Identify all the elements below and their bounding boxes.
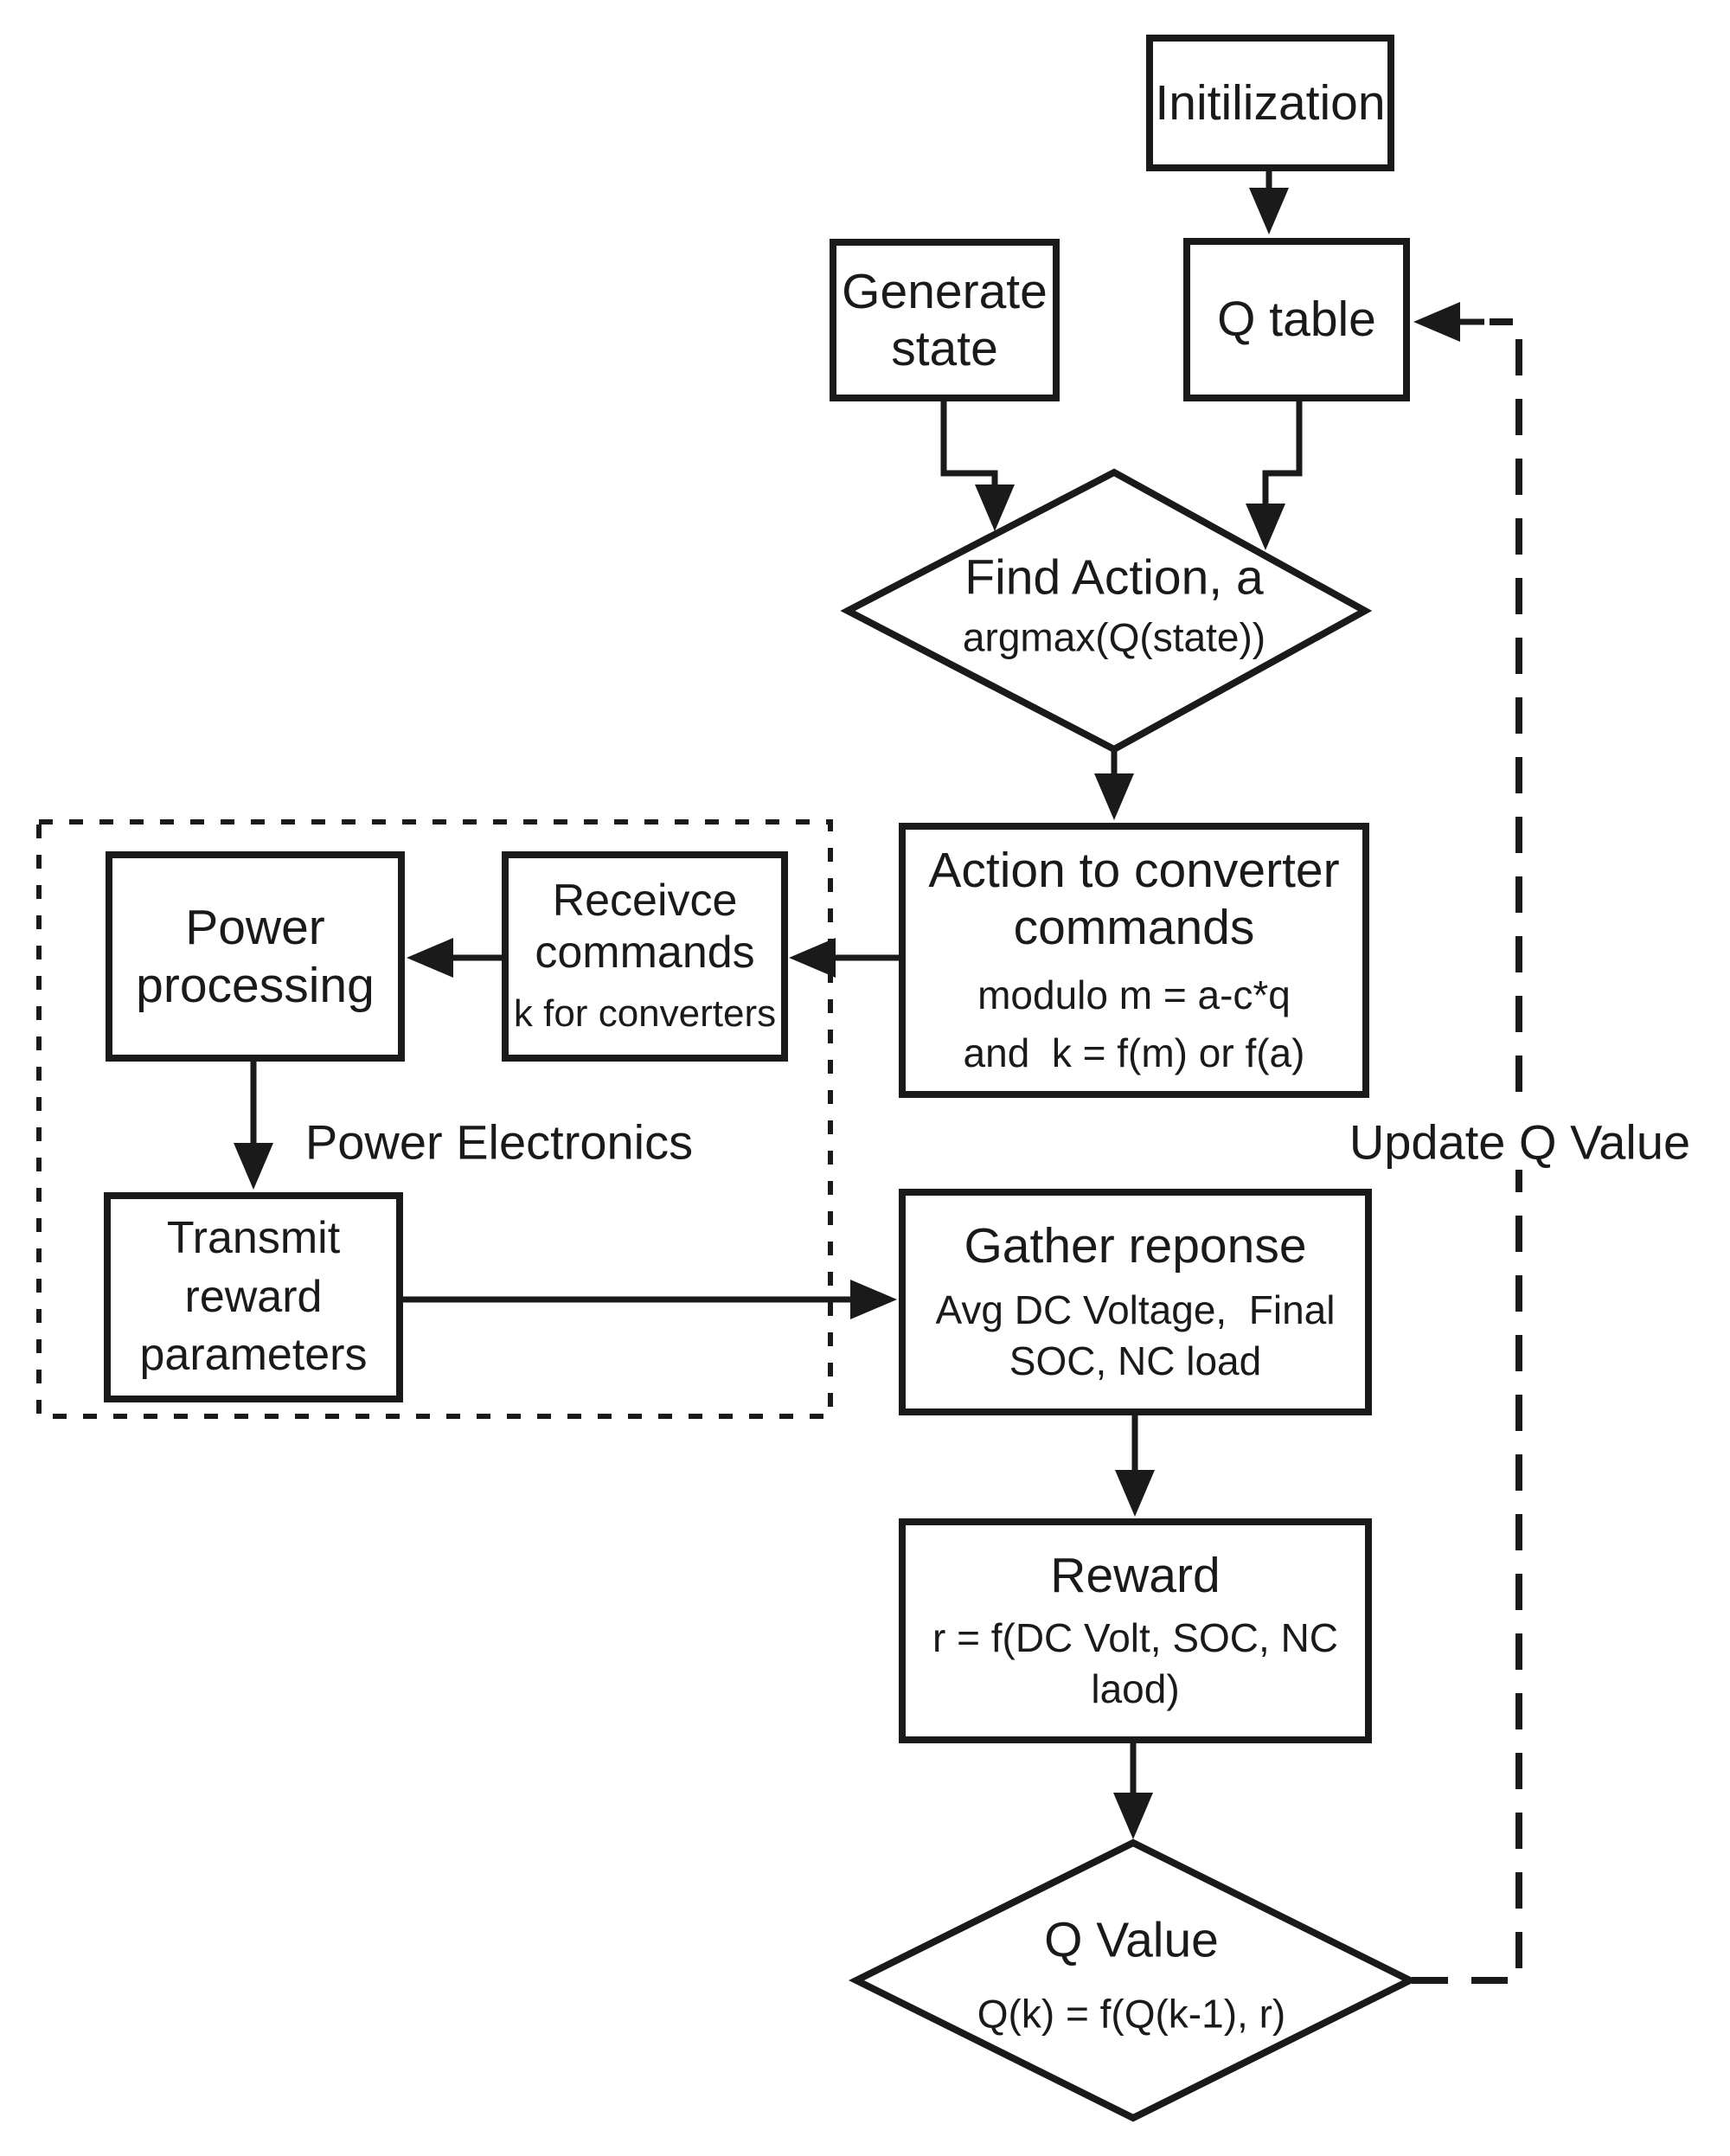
node-power-processing-line2: processing [136,957,375,1013]
node-q-table: Q table [1183,238,1410,401]
edge-feedback-dashed-lower [1412,1170,1522,1984]
node-action-title-line2: commands [1013,900,1255,956]
edge-generate-to-findaction [940,400,998,485]
arrowhead-into-qtable-top [1249,188,1289,234]
node-gather-formula-line2: SOC, NC load [1009,1338,1262,1384]
arrowhead-into-power-right [407,938,453,978]
node-receive-commands: Receivce commands k for converters [502,851,788,1062]
arrowhead-feedback-into-qtable-right [1413,302,1460,342]
node-generate-state-line2: state [891,321,998,376]
arrowhead-into-gather-left [850,1280,897,1319]
node-transmit-line3: parameters [139,1330,368,1381]
node-receive-formula: k for converters [513,991,777,1035]
node-action-formula1: modulo m = a-c*q [977,972,1291,1018]
arrowhead-into-receive-right [789,938,836,978]
power-electronics-dashed-container [36,819,833,1419]
q-value-formula: Q(k) = f(Q(k-1), r) [977,1991,1286,2037]
edge-feedback-dashed-upper [1490,318,1522,1092]
arrowhead-into-reward-top [1115,1470,1155,1517]
node-reward-formula-line1: r = f(DC Volt, SOC, NC [932,1615,1339,1661]
node-gather-formula-line1: Avg DC Voltage, Final [935,1287,1336,1333]
node-generate-state-line1: Generate [842,263,1048,319]
node-reward-title: Reward [1050,1548,1221,1604]
node-reward-formula-line2: laod) [1091,1666,1180,1712]
node-action-formula2: and k = f(m) or f(a) [963,1030,1305,1076]
node-q-table-label: Q table [1217,292,1376,348]
node-action-title-line1: Action to converter [928,843,1340,899]
find-action-title: Find Action, a [964,549,1264,606]
arrowhead-into-qvalue-top [1113,1793,1153,1839]
edge-qtable-to-findaction [1262,400,1303,505]
node-transmit-line2: reward [184,1271,323,1322]
q-value-title: Q Value [1044,1912,1219,1968]
arrowhead-generate-into-findaction [975,484,1015,531]
find-action-formula: argmax(Q(state)) [962,614,1266,660]
power-electronics-label: Power Electronics [304,1114,694,1170]
node-power-processing: Power processing [106,851,405,1062]
node-gather-response: Gather reponse Avg DC Voltage, Final SOC… [899,1189,1372,1415]
node-power-processing-line1: Power [185,900,325,956]
node-generate-state: Generate state [830,239,1060,401]
node-receive-title-line1: Receivce [552,876,738,927]
find-action-diamond-label: Find Action, a argmax(Q(state)) [963,548,1265,663]
node-gather-title: Gather reponse [964,1218,1307,1274]
q-value-diamond-label: Q Value Q(k) = f(Q(k-1), r) [977,1910,1285,2039]
node-reward: Reward r = f(DC Volt, SOC, NC laod) [899,1518,1372,1743]
node-transmit-line1: Transmit [166,1213,341,1264]
node-receive-title-line2: commands [535,927,755,979]
arrowhead-into-action-top [1094,773,1134,820]
node-initialization: Initilization [1146,35,1394,171]
q-value-diamond-shape [849,1838,1418,2122]
arrowhead-into-transmit-top [234,1143,273,1190]
arrowhead-qtable-into-findaction [1246,504,1285,550]
update-q-value-label: Update Q Value [1349,1114,1691,1170]
node-initialization-label: Initilization [1155,74,1386,131]
node-transmit-reward: Transmit reward parameters [104,1192,403,1402]
find-action-diamond-shape [840,468,1373,754]
node-action-to-converter: Action to converter commands modulo m = … [899,823,1369,1098]
